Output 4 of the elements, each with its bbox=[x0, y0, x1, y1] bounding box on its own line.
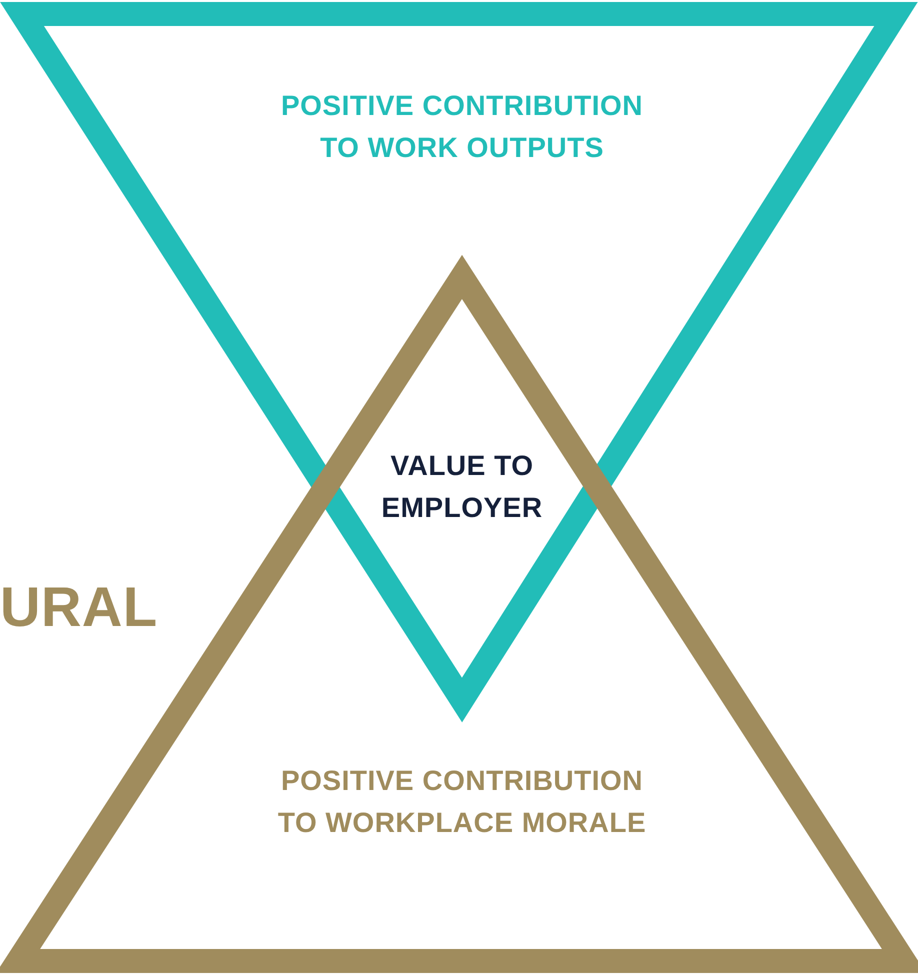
overlap-label: VALUE TO EMPLOYER bbox=[380, 449, 544, 525]
triangle-label: POSITIVE CONTRIBUTION TO WORKPLACE MORALE bbox=[276, 764, 648, 840]
partial-heading: URAL bbox=[0, 575, 159, 639]
triangle-label: POSITIVE CONTRIBUTION TO WORK OUTPUTS bbox=[280, 89, 644, 165]
